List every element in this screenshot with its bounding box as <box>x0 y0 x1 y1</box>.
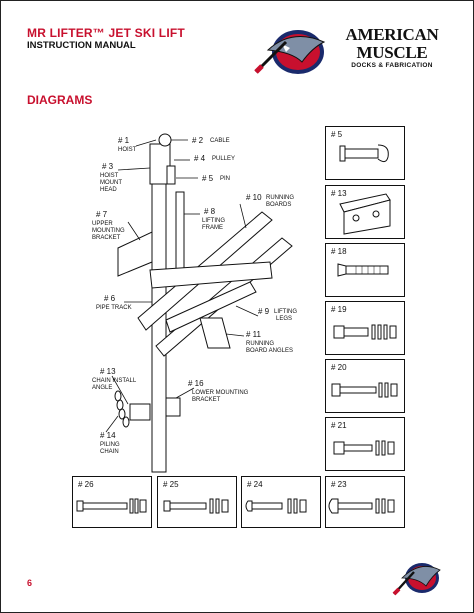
callout-13-line-1: CHAIN INSTALL <box>92 378 137 384</box>
callout-3-id: # 3 <box>102 162 114 171</box>
part-box-19: # 19 <box>325 301 405 355</box>
part-label: # 24 <box>247 480 263 489</box>
shark-logo-icon <box>254 30 326 74</box>
part-box-13: # 13 <box>325 185 405 239</box>
callout-1-id: # 1 <box>118 136 130 145</box>
part-box-25: # 25 <box>157 476 237 528</box>
callout-2-name: CABLE <box>210 138 230 144</box>
callout-10-line-2: BOARDS <box>266 202 291 208</box>
callout-14-line-1: PILING <box>100 442 120 448</box>
long-bolt-icon <box>76 498 147 514</box>
part-box-20: # 20 <box>325 359 405 413</box>
part-box-23: # 23 <box>325 476 405 528</box>
callout-1-name: HOIST <box>118 147 137 153</box>
part-label: # 23 <box>331 480 347 489</box>
callout-3-line-1: HOIST <box>100 173 119 179</box>
running-board-angle-shape <box>199 317 231 349</box>
callout-11-line-2: BOARD ANGLES <box>246 348 293 354</box>
callout-5-name: PIN <box>220 176 230 182</box>
callout-4-id: # 4 <box>194 154 206 163</box>
short-bolt-set-icon <box>333 440 395 456</box>
flat-head-bolt-icon <box>337 263 389 277</box>
callout-7-line-2: MOUNTING <box>92 228 125 234</box>
callout-14-line-2: CHAIN <box>100 449 119 455</box>
manual-subtitle: INSTRUCTION MANUAL <box>27 40 136 51</box>
callout-3-line-3: HEAD <box>100 187 117 193</box>
footer-shark-logo-icon <box>392 563 441 596</box>
part-label: # 5 <box>331 130 343 139</box>
part-label: # 19 <box>331 305 347 314</box>
part-label: # 20 <box>331 363 347 372</box>
callout-13-line-2: ANGLE <box>92 385 112 391</box>
carriage-bolt-icon <box>245 498 307 514</box>
callout-8-id: # 8 <box>204 207 216 216</box>
part-box-18: # 18 <box>325 243 405 297</box>
hoist-shape <box>158 133 172 147</box>
lifting-legs-shape <box>149 261 273 289</box>
piling-chain-shape <box>114 390 130 428</box>
callout-11-id: # 11 <box>246 330 262 339</box>
callout-6-id: # 6 <box>104 294 116 303</box>
lower-bracket-shape <box>165 397 181 417</box>
callout-10-line-1: RUNNING <box>266 195 294 201</box>
manual-title: MR LIFTER™ JET SKI LIFT <box>27 26 185 40</box>
callout-8-line-2: FRAME <box>202 225 223 231</box>
callout-16-line-1: LOWER MOUNTING <box>192 390 249 396</box>
medium-bolt-icon <box>163 498 229 514</box>
pin-icon <box>339 144 389 163</box>
callout-4-name: PULLEY <box>212 156 235 162</box>
callout-3-line-2: MOUNT <box>100 180 122 186</box>
section-title: DIAGRAMS <box>27 93 93 107</box>
brand-logo-text: AMERICAN MUSCLE DOCKS & FABRICATION <box>336 26 448 70</box>
angle-bracket-icon <box>339 193 391 235</box>
logo-line-1: AMERICAN <box>345 25 439 44</box>
callout-8-line-1: LIFTING <box>202 218 225 224</box>
round-head-bolt-icon <box>328 498 395 514</box>
part-box-5: # 5 <box>325 126 405 180</box>
page-number: 6 <box>27 578 33 588</box>
part-box-24: # 24 <box>241 476 321 528</box>
part-label: # 18 <box>331 247 347 256</box>
callout-13-id: # 13 <box>100 367 116 376</box>
logo-line-2: MUSCLE <box>356 43 428 62</box>
callout-7-id: # 7 <box>96 210 108 219</box>
callout-9-line-2: LEGS <box>276 316 292 322</box>
callout-16-id: # 16 <box>188 379 204 388</box>
callout-16-line-2: BRACKET <box>192 397 221 403</box>
logo-line-3: DOCKS & FABRICATION <box>351 62 433 69</box>
callout-7-line-1: UPPER <box>92 221 113 227</box>
upper-bracket-shape <box>117 231 153 277</box>
callout-11-line-1: RUNNING <box>246 341 274 347</box>
callout-6-name: PIPE TRACK <box>96 305 132 311</box>
callout-10-id: # 10 <box>246 193 262 202</box>
chain-angle-shape <box>129 403 151 421</box>
part-label: # 13 <box>331 189 347 198</box>
part-label: # 21 <box>331 421 347 430</box>
callout-2-id: # 2 <box>192 136 204 145</box>
pipe-track-shape <box>151 181 167 473</box>
callout-14-id: # 14 <box>100 431 116 440</box>
callout-9-id: # 9 <box>258 307 270 316</box>
hex-bolt-set-icon <box>333 324 397 340</box>
long-bolt-set-icon <box>331 382 398 398</box>
part-label: # 25 <box>163 480 179 489</box>
part-box-21: # 21 <box>325 417 405 471</box>
part-box-26: # 26 <box>72 476 152 528</box>
callout-9-line-1: LIFTING <box>274 309 297 315</box>
part-label: # 26 <box>78 480 94 489</box>
callout-7-line-3: BRACKET <box>92 235 121 241</box>
callout-5-id: # 5 <box>202 174 214 183</box>
